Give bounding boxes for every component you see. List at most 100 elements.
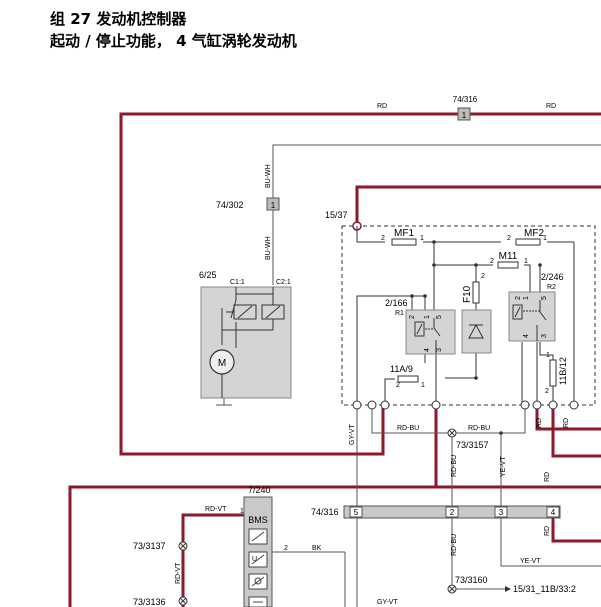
fuse-f10 bbox=[472, 281, 480, 304]
pin-label: 3 bbox=[436, 348, 443, 352]
wire-rd-bu-loop bbox=[371, 405, 526, 434]
wire-rd-top-loop bbox=[119, 112, 601, 456]
fuse-11b-12 bbox=[549, 359, 557, 387]
box-label-15-37: 15/37 bbox=[325, 210, 348, 220]
pin-label: 1 bbox=[424, 315, 431, 319]
wire-label-rd-bu: RD-BU bbox=[468, 425, 490, 432]
fuse-m11-label: M11 bbox=[499, 251, 518, 262]
fuse-11a-9 bbox=[397, 375, 419, 383]
wire-label-rd-bu: RD-BU bbox=[397, 425, 419, 432]
red-wires bbox=[68, 112, 601, 607]
splice-mark bbox=[179, 597, 187, 605]
wire-label-bk: BK bbox=[312, 545, 322, 552]
pin-label: 2 bbox=[481, 273, 485, 280]
fuse-m11 bbox=[497, 261, 519, 269]
pin-label: 2 bbox=[284, 545, 288, 552]
pin-label: 1 bbox=[240, 508, 244, 515]
pin-label: 1 bbox=[462, 111, 467, 120]
wire-label-rd: RD bbox=[546, 103, 556, 110]
splice-mark bbox=[179, 542, 187, 550]
relay-box-15-37 bbox=[341, 225, 596, 406]
starter-motor-module bbox=[200, 286, 292, 399]
bms-label: BMS bbox=[248, 515, 268, 525]
page-title: 组 27 发动机控制器 bbox=[50, 10, 187, 28]
relay-r2-id: 2/246 bbox=[541, 272, 564, 282]
junction-dots bbox=[410, 240, 542, 435]
box-terminals bbox=[352, 400, 579, 410]
wire-label-rd: RD bbox=[544, 472, 551, 482]
wire-label-rd: RD bbox=[563, 418, 570, 428]
relay-box-wiring bbox=[356, 226, 575, 405]
svg-text:U: U bbox=[252, 556, 257, 563]
wire-rd-4 bbox=[551, 518, 601, 543]
relay-r1-label: R1 bbox=[395, 310, 404, 317]
splice-label-73-3157: 73/3157 bbox=[456, 440, 489, 450]
pin-label: 2 bbox=[409, 315, 416, 319]
relay-r1 bbox=[405, 309, 456, 355]
wire-rd-right-2 bbox=[551, 405, 601, 458]
pin-label: 2 bbox=[490, 258, 494, 265]
wire-label-rd: RD bbox=[544, 526, 551, 536]
pin-label: 1 bbox=[543, 235, 547, 242]
pin-label: 4 bbox=[551, 508, 556, 517]
connector-74-316-top bbox=[457, 107, 471, 121]
fuse-11a-9-label: 11A/9 bbox=[390, 364, 413, 374]
pin-label: 1 bbox=[271, 201, 276, 210]
fuse-mf1-label: MF1 bbox=[394, 228, 414, 239]
splice-mark bbox=[448, 585, 456, 593]
pin-label: 1 bbox=[546, 352, 550, 359]
pin-label: 4 bbox=[523, 334, 530, 338]
diode-symbol bbox=[468, 323, 484, 339]
wire-label-rd: RD bbox=[536, 418, 543, 428]
splice-mark bbox=[448, 429, 456, 437]
wire-label-rd-bu: RD-BU bbox=[451, 534, 458, 556]
relay-r1-id: 2/166 bbox=[385, 298, 408, 308]
pin-label: 2 bbox=[515, 296, 522, 300]
splice-label-73-3136: 73/3136 bbox=[133, 597, 166, 607]
wire-rd-right-1 bbox=[535, 405, 601, 431]
wire-label-bu-wh: BU-WH bbox=[265, 236, 272, 260]
relay-r2-label: R2 bbox=[547, 284, 556, 291]
motor-symbol bbox=[209, 349, 235, 375]
pin-label: 1 bbox=[524, 258, 528, 265]
wire-rd-vt bbox=[181, 513, 244, 607]
wire-bu-wh bbox=[272, 144, 601, 285]
pin-label: 3 bbox=[541, 334, 548, 338]
pin-label: 2 bbox=[450, 508, 455, 517]
pin-label: 5 bbox=[354, 508, 359, 517]
fuse-mf2 bbox=[515, 238, 541, 246]
relay-r2-internal bbox=[512, 300, 547, 341]
pin-label: 5 bbox=[436, 315, 443, 319]
relay-r2 bbox=[508, 291, 556, 342]
wire-label-ye-vt: YE-VT bbox=[520, 558, 541, 565]
fuse-mf1 bbox=[391, 238, 417, 246]
motor-label: M bbox=[218, 358, 226, 369]
wire-label-rd-bu: RD-BU bbox=[451, 455, 458, 477]
arrow-icon bbox=[505, 586, 511, 592]
connector-label-74-316-bottom: 74/316 bbox=[311, 507, 339, 517]
splice-label-73-3160: 73/3160 bbox=[455, 575, 488, 585]
pin-label: 2 bbox=[545, 388, 549, 395]
pin-label: 2 bbox=[381, 235, 385, 242]
pin-c1-1: C1:1 bbox=[230, 279, 245, 286]
pin-label: 5 bbox=[541, 296, 548, 300]
connector-label-74-316-top: 74/316 bbox=[453, 95, 478, 104]
wire-rd-15-37 bbox=[355, 185, 601, 226]
module-label-6-25: 6/25 bbox=[199, 270, 217, 280]
pin-c2-1: C2:1 bbox=[276, 279, 291, 286]
pin-label: 1 bbox=[421, 382, 425, 389]
wire-label-rd-vt: RD-VT bbox=[205, 506, 227, 513]
bms-icon-lines: U bbox=[251, 531, 265, 603]
pin-label: 3 bbox=[499, 508, 504, 517]
ref-label-15-31: 15/31_11B/33:2 bbox=[513, 584, 576, 594]
bar-pins bbox=[349, 506, 560, 518]
relay-r1-internal bbox=[414, 318, 441, 354]
fuse-mf2-label: MF2 bbox=[524, 228, 544, 239]
splice-label-73-3137: 73/3137 bbox=[133, 541, 166, 551]
pin-label: 2 bbox=[396, 382, 400, 389]
connector-74-302 bbox=[266, 197, 280, 211]
wire-ye-vt-lower bbox=[500, 518, 601, 567]
pin-label: 4 bbox=[424, 348, 431, 352]
pin-label: 1 bbox=[523, 296, 530, 300]
